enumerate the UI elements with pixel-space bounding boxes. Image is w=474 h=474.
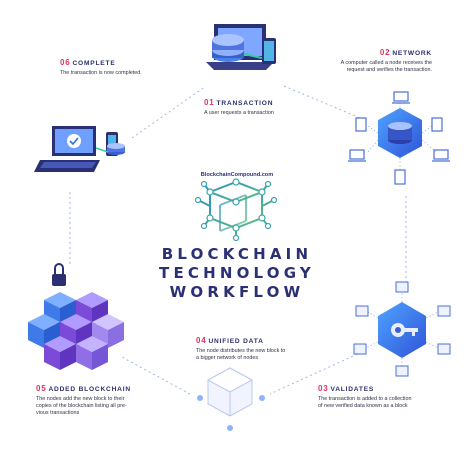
step-label: TRANSACTION xyxy=(216,100,274,107)
connector-lines xyxy=(69,85,407,395)
step-number: 05 xyxy=(36,384,47,393)
blockchain-cubes-lock-icon xyxy=(28,263,124,370)
step-desc-line: The node distributes the new block to xyxy=(196,348,286,354)
step-number: 02 xyxy=(379,48,391,57)
title-line-1: BLOCKCHAIN xyxy=(161,245,313,263)
step-desc-line: The transaction is now completed. xyxy=(60,70,142,76)
step-label: COMPLETE xyxy=(72,60,116,67)
step-desc-line: of new verified data known as a block xyxy=(318,403,408,409)
step-number: 01 xyxy=(204,98,215,107)
step-desc-line: copies of the blockchain listing all pre… xyxy=(36,403,127,409)
network-server-icon xyxy=(348,91,450,185)
brand-url: BlockchainCompound.com xyxy=(200,172,274,178)
unified-data-cube-icon xyxy=(197,367,265,431)
step-desc-line: The nodes add the new block to their xyxy=(36,396,125,402)
step-label: VALIDATES xyxy=(330,386,375,393)
validation-key-icon xyxy=(353,281,451,377)
step-desc-line: A computer called a node receives the xyxy=(340,60,432,66)
step-number: 03 xyxy=(318,384,329,393)
step-desc-line: The transaction is added to a collection xyxy=(318,396,412,402)
step-label: ADDED BLOCKCHAIN xyxy=(48,386,131,393)
step-desc-line: vious transactions xyxy=(36,410,80,416)
step-label: UNIFIED DATA xyxy=(208,338,264,345)
step-desc-line: A user requests a transaction xyxy=(204,110,274,116)
title-line-2: TECHNOLOGY xyxy=(159,264,315,282)
laptop-phone-server-icon xyxy=(206,24,276,70)
step-label: NETWORK xyxy=(392,50,432,57)
step-number: 06 xyxy=(60,58,71,67)
step-desc-line: request and verifies the transaction. xyxy=(346,67,432,73)
laptop-complete-icon xyxy=(34,126,125,172)
logo-nodes xyxy=(194,178,278,242)
step-desc-line: a bigger network of nodes xyxy=(196,355,259,361)
step-number: 04 xyxy=(196,336,207,345)
title-line-3: WORKFLOW xyxy=(169,283,305,301)
